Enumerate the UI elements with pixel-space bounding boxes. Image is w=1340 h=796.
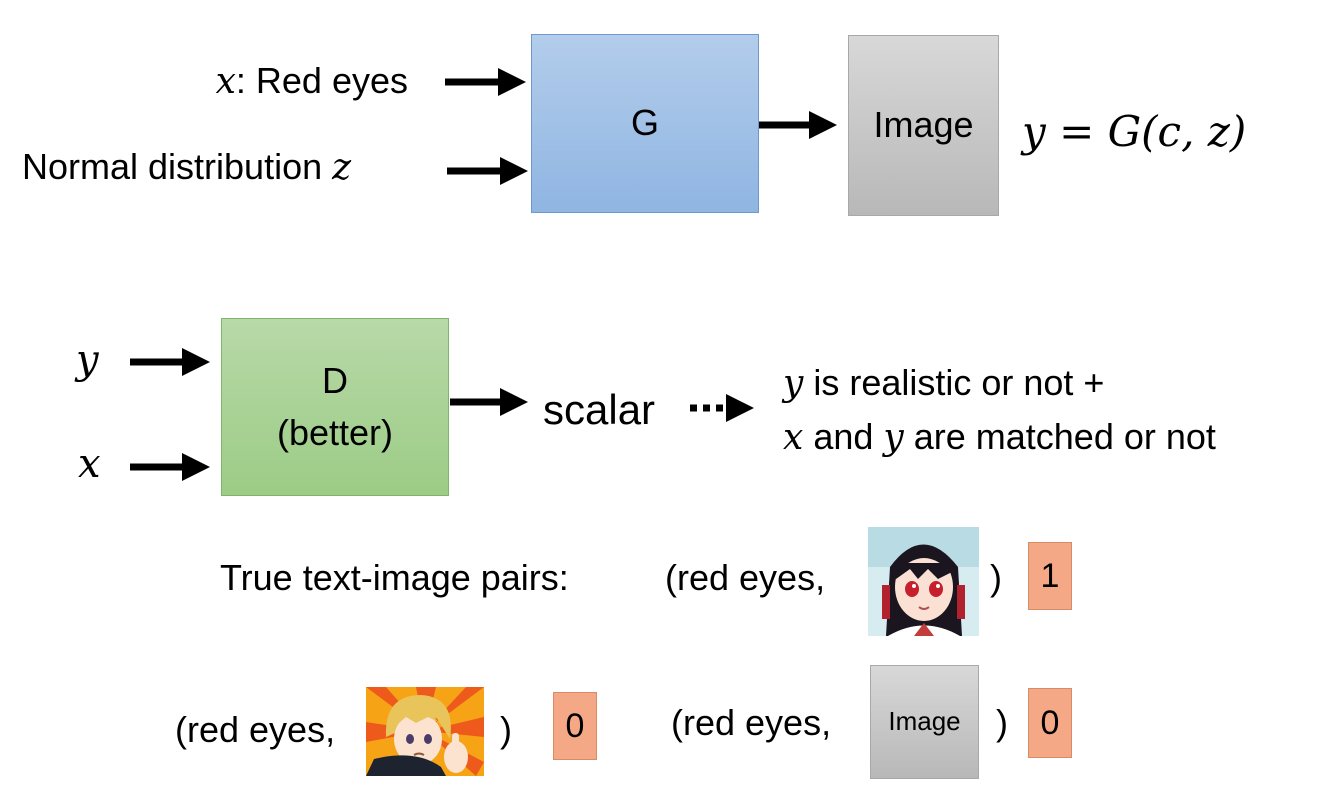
var-y: y	[783, 363, 804, 404]
pair1-score: 1	[1028, 542, 1072, 610]
pair2-close: )	[500, 709, 512, 750]
pair2-score: 0	[553, 692, 597, 760]
generator-formula: y = G(c, z)	[1022, 107, 1247, 156]
anime-boy-image	[366, 687, 484, 776]
discriminator-sublabel: (better)	[276, 412, 394, 453]
disc-input-x: x	[78, 441, 101, 487]
pair1-close: )	[990, 557, 1002, 598]
var-x: x	[215, 61, 236, 102]
generator-input-z: Normal distribution z	[22, 149, 351, 186]
generator-box: G	[531, 34, 759, 213]
result-line-1: y is realistic or not +	[783, 365, 1104, 402]
pair3-close: )	[996, 702, 1008, 743]
discriminator-box: D (better)	[221, 318, 449, 496]
scalar-label: scalar	[543, 386, 656, 433]
result-line-2: x and y are matched or not	[783, 419, 1216, 456]
discriminator-label: D	[322, 359, 348, 401]
red-eyes-label: : Red eyes	[235, 60, 408, 101]
realistic-text: is realistic or not +	[803, 362, 1105, 403]
anime-boy-surprised-icon	[366, 687, 484, 776]
var-y: y	[883, 417, 904, 458]
generator-input-x: x: Red eyes	[216, 63, 408, 100]
and-text: and	[803, 416, 884, 457]
pair3-image-label: Image	[888, 706, 961, 737]
var-z: z	[332, 147, 352, 188]
anime-girl-red-eyes-icon	[868, 527, 979, 636]
pair3-open: (red eyes,	[671, 702, 832, 743]
generated-image-box: Image	[848, 35, 999, 216]
pair2-open: (red eyes,	[175, 709, 336, 750]
generated-image-label: Image	[873, 104, 974, 146]
pair1-open: (red eyes,	[665, 557, 826, 598]
pair3-image-box: Image	[870, 665, 979, 779]
generator-label: G	[630, 102, 659, 144]
true-pairs-label: True text-image pairs:	[220, 557, 569, 598]
matched-text: are matched or not	[903, 416, 1216, 457]
var-x: x	[783, 417, 804, 458]
disc-input-y: y	[76, 337, 99, 383]
anime-girl-image	[868, 527, 979, 636]
normal-distribution-label: Normal distribution	[22, 146, 333, 187]
pair3-score: 0	[1028, 688, 1072, 758]
